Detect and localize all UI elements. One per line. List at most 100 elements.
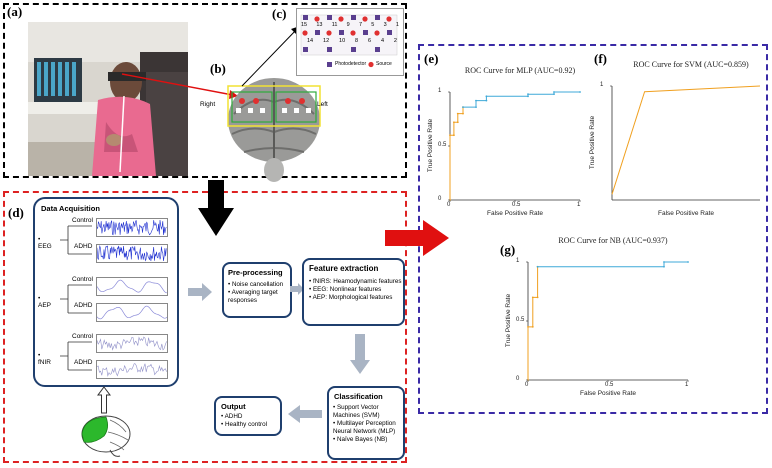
classification-item-text: Support Vector Machines (SVM)	[333, 404, 380, 419]
panel-d-label: (d)	[8, 205, 24, 220]
roc-point	[456, 121, 459, 124]
roc-point	[485, 95, 488, 98]
bullet: •	[228, 289, 232, 296]
roc-plot-area	[448, 91, 581, 202]
roc-point	[462, 106, 464, 109]
output-item: • ADHD	[221, 413, 279, 421]
bullet: •	[309, 278, 313, 285]
probe-channel-number: 8	[355, 38, 359, 44]
bullet: •	[309, 294, 313, 301]
roc-point	[456, 112, 459, 115]
down-arrow	[198, 180, 234, 236]
preprocessing-list: • Noise cancellation• Averaging target r…	[228, 281, 288, 305]
x-axis-label: False Positive Rate	[658, 210, 714, 217]
panel-c-label: (c)	[272, 6, 287, 21]
probe-channel-number: 10	[339, 38, 346, 44]
probe-channel-number: 2	[393, 38, 397, 44]
y-tick-label: 1	[600, 82, 604, 88]
flow-arrow-2	[290, 283, 304, 295]
control-waveform	[96, 218, 168, 237]
roc-point	[531, 326, 534, 328]
adhd-waveform	[96, 303, 168, 322]
features-item-text: fNIRS: Heamodynamic features	[312, 278, 402, 285]
classification-item: • Naïve Bayes (NB)	[333, 436, 403, 444]
x-tick-label: 0.5	[512, 202, 521, 208]
probe-channel-number: 5	[371, 22, 375, 28]
preprocessing-item: • Averaging target responses	[228, 289, 288, 305]
roc-point	[485, 99, 488, 102]
feature-extraction-title: Feature extraction	[309, 264, 379, 273]
brain-left-label: Left	[317, 101, 328, 108]
roc-point	[462, 112, 464, 115]
y-tick-label: 0.5	[516, 317, 525, 323]
chart-title: ROC Curve for NB (AUC=0.937)	[558, 236, 668, 245]
features-item: • EEG: Nonlinear features	[309, 286, 403, 294]
feature-extraction-list: • fNIRS: Heamodynamic features• EEG: Non…	[309, 278, 403, 302]
preprocessing-item-text: Averaging target responses	[228, 289, 278, 304]
signal-bracket	[60, 341, 92, 371]
preprocessing-title: Pre-processing	[228, 268, 283, 277]
probe-channel-number: 12	[323, 38, 330, 44]
hollow-up-arrow	[97, 386, 111, 414]
x-tick-label: 0	[525, 382, 529, 388]
panel-e-label: (e)	[424, 51, 439, 66]
acquisition-frame	[3, 3, 407, 178]
classification-item-text: Multilayer Perception Neural Network (ML…	[333, 420, 396, 435]
signal-name: • AEP	[38, 295, 52, 309]
roc-point	[453, 121, 455, 124]
output-list: • ADHD• Healthy control	[221, 413, 279, 429]
signal-name: • EEG	[38, 236, 52, 250]
roc-point	[687, 261, 689, 263]
bullet: •	[221, 421, 225, 428]
preprocessing-item: • Noise cancellation	[228, 281, 288, 289]
roc-point	[475, 106, 477, 109]
x-tick-label: 1	[685, 382, 689, 388]
classification-item: • Support Vector Machines (SVM)	[333, 404, 403, 420]
probe-channel-number: 3	[383, 22, 387, 28]
bullet: •	[333, 436, 337, 443]
control-label: Control	[72, 333, 93, 340]
roc-series-line	[449, 107, 464, 200]
y-tick-label: 0	[516, 376, 520, 382]
output-item: • Healthy control	[221, 421, 279, 429]
output-item-text: Healthy control	[224, 421, 267, 428]
adhd-waveform	[96, 244, 168, 263]
panel-f-label: (f)	[594, 51, 607, 66]
signal-bracket	[60, 284, 92, 314]
adhd-label: ADHD	[74, 243, 93, 250]
probe-channel-number: 11	[331, 22, 338, 28]
roc-series-line	[463, 91, 580, 108]
classification-item: • Multilayer Perception Neural Network (…	[333, 420, 403, 436]
bullet: •	[228, 281, 232, 288]
adhd-waveform	[96, 360, 168, 379]
control-label: Control	[72, 276, 93, 283]
output-item-text: ADHD	[224, 413, 243, 420]
y-tick-label: 1	[516, 258, 520, 264]
bullet: •	[333, 420, 337, 427]
y-axis-label: True Positive Rate	[589, 115, 597, 170]
flow-arrow-3	[350, 334, 370, 374]
features-item-text: AEP: Morphological features	[312, 294, 393, 301]
control-waveform	[96, 277, 168, 296]
roc-plot-area	[526, 261, 689, 382]
roc-point	[531, 296, 534, 299]
roc-point	[527, 95, 529, 98]
roc-point	[527, 326, 529, 328]
roc-series-line	[611, 85, 761, 195]
control-label: Control	[72, 217, 93, 224]
x-tick-label: 0.5	[605, 382, 614, 388]
features-item-text: EEG: Nonlinear features	[312, 286, 382, 293]
panel-b-label: (b)	[210, 61, 226, 76]
probe-grid	[300, 14, 398, 68]
roc-point	[536, 296, 539, 299]
features-item: • AEP: Morphological features	[309, 294, 403, 302]
y-tick-label: 0	[438, 196, 442, 202]
probe-channel-number: 9	[346, 22, 350, 28]
probe-channel-number: 7	[358, 22, 363, 28]
pipeline-frame	[3, 191, 407, 463]
data-acquisition-title: Data Acquisition	[41, 204, 100, 213]
y-axis-label: True Positive Rate	[505, 293, 513, 348]
roc-point	[579, 91, 581, 93]
